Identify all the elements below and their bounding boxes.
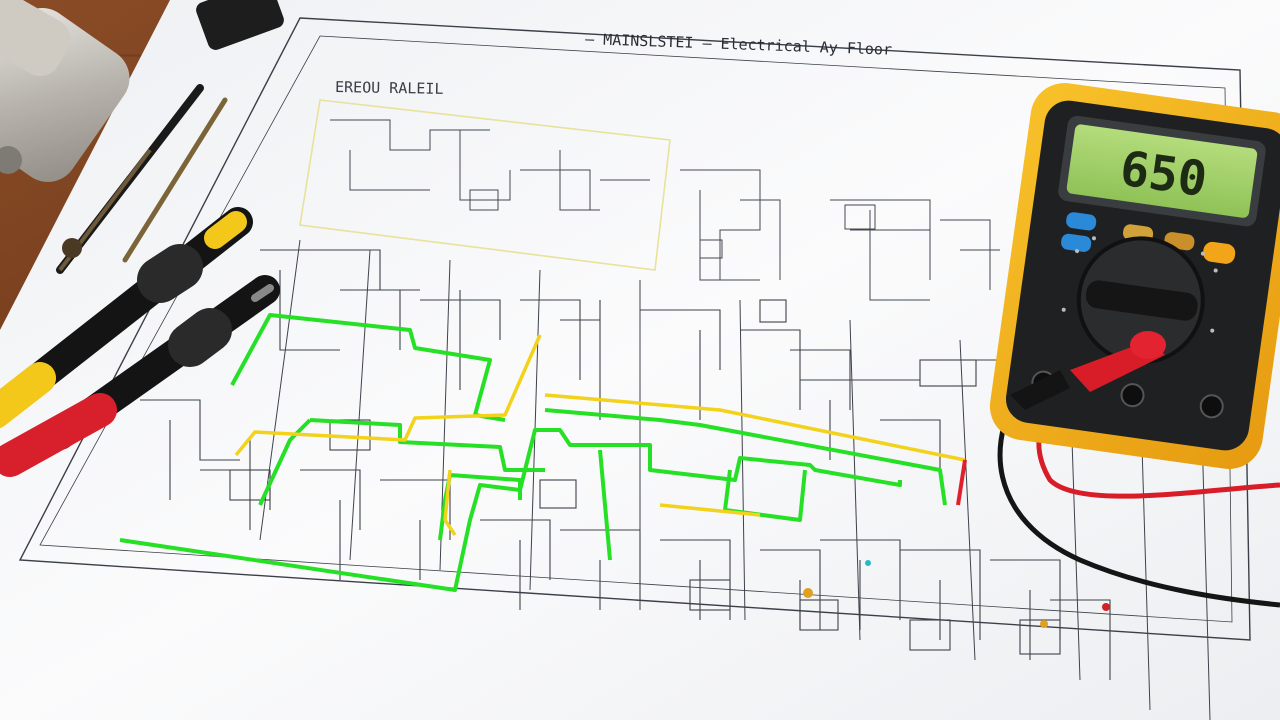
lcd-reading: 650 [1117,141,1211,209]
orange-button [1203,241,1236,264]
highlighted-block-outline [299,99,671,271]
lcd-screen [1066,124,1258,218]
amp-jack [1199,394,1224,419]
black-probe-wire [997,373,1280,608]
metal-tube-object [0,0,130,182]
screwdriver-tools [56,84,228,274]
upper-schematic-lines [330,119,1000,301]
black-clip-object [196,0,284,50]
red-highlighted-trace [956,459,967,506]
blue-function-button [1066,212,1097,231]
component-markers [803,560,1110,628]
v-ohm-jack [1120,383,1145,408]
digital-multimeter: 650 [989,83,1280,469]
red-test-probe [0,275,280,477]
blue-range-button [1061,233,1092,252]
yellow-highlighted-traces [234,334,966,536]
black-test-probe [0,207,253,429]
block-label: EREOU RALEIL [335,78,444,98]
probe-plugs [1010,331,1166,410]
